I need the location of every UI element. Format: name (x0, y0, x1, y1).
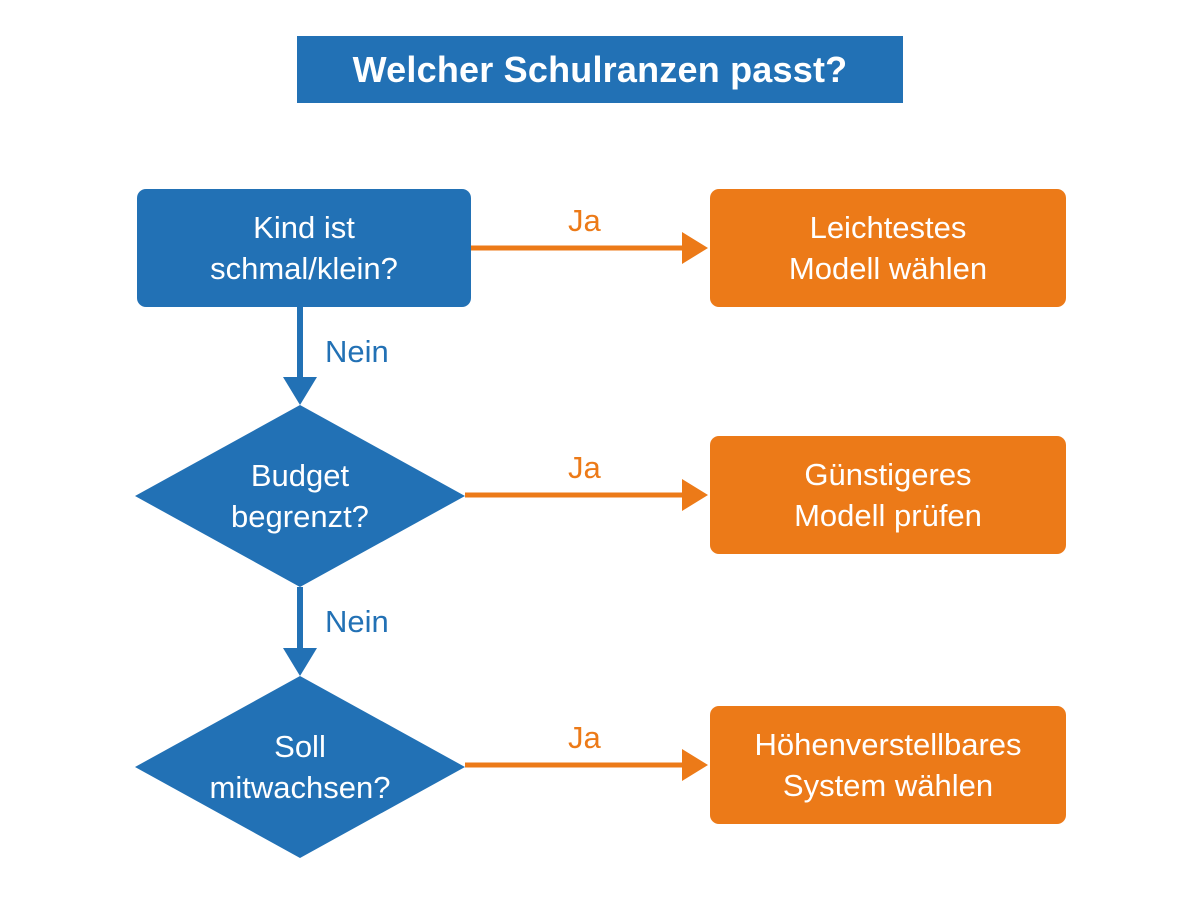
yes-label-2: Ja (568, 450, 601, 485)
no-arrow-2 (283, 587, 317, 676)
outcome-node-3-text: Höhenverstellbares System wählen (754, 727, 1022, 803)
outcome-node-2-shape (710, 436, 1066, 554)
outcome-node-2-text: Günstigeres Modell prüfen (794, 457, 982, 533)
no-label-1: Nein (325, 334, 389, 369)
no-arrow-1 (283, 307, 317, 405)
diagram-title: Welcher Schulranzen passt? (297, 36, 903, 103)
no-label-2: Nein (325, 604, 389, 639)
outcome-node-1-text: Leichtestes Modell wählen (788, 210, 988, 286)
decision-node-3-text: Soll mitwachsen? (209, 729, 391, 805)
yes-arrow-1 (471, 232, 708, 264)
decision-node-3-shape (135, 676, 465, 858)
decision-node-2-text: Budget begrenzt? (231, 458, 369, 534)
decision-node-2-shape (135, 405, 465, 587)
yes-arrow-2 (465, 479, 708, 511)
outcome-node-1-shape (710, 189, 1066, 307)
yes-label-1: Ja (568, 203, 601, 238)
yes-label-3: Ja (568, 720, 601, 755)
outcome-node-3-shape (710, 706, 1066, 824)
yes-arrow-3 (465, 749, 708, 781)
decision-node-1-shape (137, 189, 471, 307)
decision-node-1-text: Kind ist schmal/klein? (210, 210, 398, 286)
